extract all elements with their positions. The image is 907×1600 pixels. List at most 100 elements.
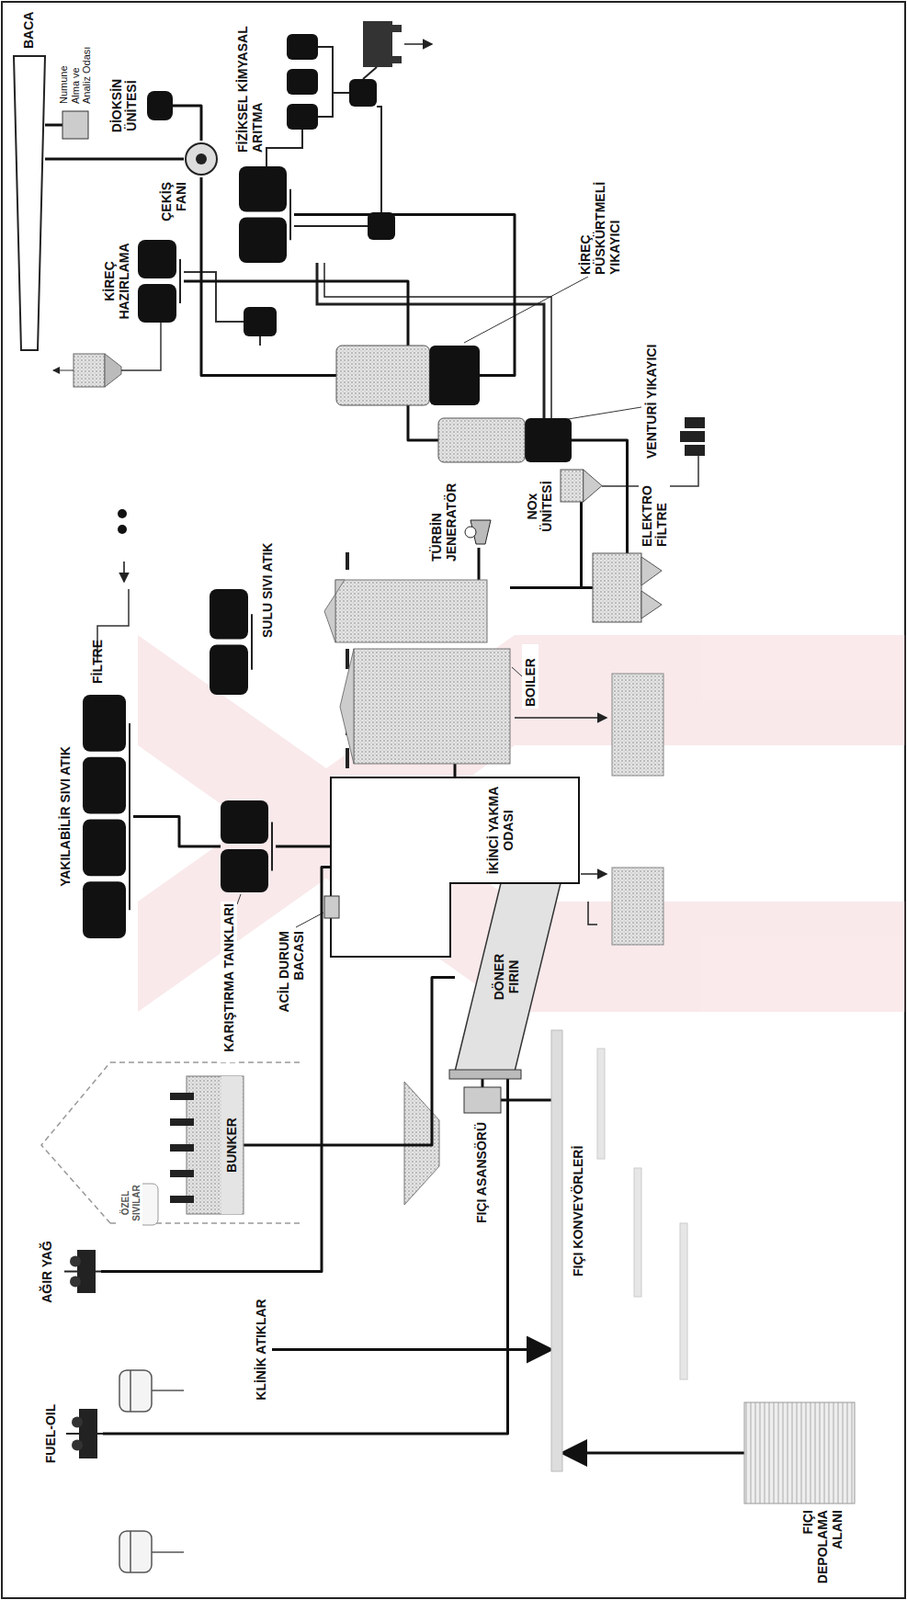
node-label: TÜRBİN JENERATÖR — [428, 476, 460, 564]
equipment-shape — [137, 239, 184, 323]
pipe — [179, 259, 182, 304]
tank — [209, 645, 249, 696]
feed-hopper — [404, 1081, 440, 1205]
pipe-connector — [500, 1099, 552, 1102]
filter-body — [592, 553, 642, 623]
node-label: YAKILABİLİR SIVI ATIK — [56, 694, 74, 939]
node-label: İKİNCİ YAKMA ODASI — [459, 779, 543, 882]
equipment-node: VENTURİ YIKAYICI — [438, 418, 572, 463]
boiler-roof — [324, 579, 345, 643]
conveyor — [551, 1030, 563, 1472]
filter-hopper — [641, 590, 662, 619]
equipment-shape — [438, 418, 572, 463]
fan-hub — [195, 153, 207, 165]
equipment-node: ÖZEL SIVILAR — [137, 1183, 159, 1225]
node-label: FİLTRE — [87, 633, 108, 691]
pump-head — [71, 1417, 83, 1429]
filter-dots — [97, 509, 129, 663]
pipe-connector — [102, 1071, 509, 1434]
pump-head — [69, 1256, 81, 1268]
node-label: DÖNER FIRIN — [489, 946, 523, 1008]
equipment-shape — [464, 1087, 501, 1113]
equipment-node: FIÇI ASANSÖRÜ — [464, 1087, 501, 1113]
node-label: BUNKER — [221, 1076, 242, 1214]
node-label: AĞIR YAĞ — [38, 1230, 56, 1314]
equipment-shape — [560, 469, 602, 502]
equipment-node: Numune Alma ve Analiz Odası — [62, 111, 89, 139]
equipment-node: ELEKTRO FİLTRE — [592, 553, 662, 623]
equipment-node: KİREÇ PÜSKÜRTMELİ YIKAYICI — [336, 345, 480, 406]
equipment-node: KİREÇ HAZIRLAMA — [137, 239, 184, 323]
equipment-shape — [744, 1402, 855, 1504]
scrubber-sump — [429, 345, 480, 406]
equipment-shape — [466, 516, 491, 548]
boiler-roof — [340, 648, 354, 764]
tank — [82, 881, 126, 939]
pipe-connector — [453, 763, 457, 778]
equipment-node: FUEL-OIL — [66, 1405, 103, 1463]
pump-shaft — [66, 1432, 103, 1435]
pipe-connector — [45, 124, 63, 127]
node-label: VENTURİ YIKAYICI — [643, 313, 660, 461]
tank — [209, 589, 249, 640]
tank — [238, 217, 287, 264]
equipment-node: FİZİKSEL KİMYASAL ARITMA — [238, 166, 295, 263]
node-label: BOILER — [521, 644, 539, 709]
tank — [238, 166, 287, 213]
equipment-shape — [62, 111, 89, 139]
bunker-body — [186, 1076, 244, 1214]
bunker-roof — [41, 1062, 304, 1224]
equipment-shape — [183, 140, 219, 178]
scrubber-sump — [524, 418, 572, 463]
node-label: FUEL-OIL — [42, 1392, 59, 1475]
pump-head — [69, 1276, 81, 1288]
node-label: ÖZEL SIVILAR — [119, 1169, 143, 1236]
equipment-shape — [330, 777, 579, 957]
equipment-node: AĞIR YAĞ — [64, 1246, 102, 1297]
silo-cone — [583, 469, 602, 502]
equipment-node: YAKILABİLİR SIVI ATIK — [82, 694, 134, 939]
bunker-grab — [170, 1195, 194, 1203]
pipe-connector — [45, 158, 184, 161]
rotary-kiln — [454, 883, 561, 1072]
pipe — [289, 189, 292, 241]
equipment-node: ÇEKİŞ FANI — [183, 140, 219, 178]
node-label: KARIŞTIRMA TANKLARI — [220, 901, 238, 1063]
equipment-shape — [335, 579, 511, 764]
scrubber-body — [438, 418, 525, 463]
equipment-node: NOx ÜNİTESİ — [560, 469, 602, 502]
equipment-shape — [238, 166, 295, 263]
unit-box — [62, 111, 89, 139]
pipe-connector — [272, 1348, 552, 1351]
equipment-shape — [324, 895, 340, 919]
equipment-shape — [592, 553, 662, 623]
node-label: Numune Alma ve Analiz Odası — [56, 39, 94, 106]
equipment-shape — [64, 1246, 102, 1297]
node-label: FIÇI ASANSÖRÜ — [473, 1120, 490, 1259]
treatment-units — [266, 21, 552, 419]
node-label: BACA — [20, 4, 37, 51]
pump-shaft — [64, 1270, 102, 1273]
equipment-node: İKİNCİ YAKMA ODASIACİL DURUM BACASI — [330, 777, 579, 957]
tank — [82, 757, 126, 815]
filter-hopper — [641, 556, 662, 586]
equipment-node: BUNKER — [170, 1076, 244, 1214]
tank — [137, 283, 177, 323]
node-label: FIÇI KONVEYÖRLERİ — [569, 1112, 587, 1279]
bunker-grab — [170, 1169, 194, 1178]
equipment-shape — [336, 345, 480, 406]
pipe-connector — [172, 105, 202, 141]
unit-box — [324, 895, 340, 919]
equipment-shape — [551, 1030, 563, 1472]
node-label: DİOKSİN ÜNİTESİ — [108, 68, 140, 143]
tank — [82, 694, 126, 752]
pipe — [128, 723, 131, 910]
node-label: ACİL DURUM BACASI — [275, 929, 307, 1058]
generator — [464, 526, 477, 538]
equipment-node: KARIŞTIRMA TANKLARI — [220, 800, 276, 893]
pipe-connector — [183, 281, 409, 346]
tank — [137, 239, 177, 279]
node-label: KİREÇ PÜSKÜRTMELİ YIKAYICI — [577, 157, 624, 277]
equipment-shape — [147, 90, 173, 121]
